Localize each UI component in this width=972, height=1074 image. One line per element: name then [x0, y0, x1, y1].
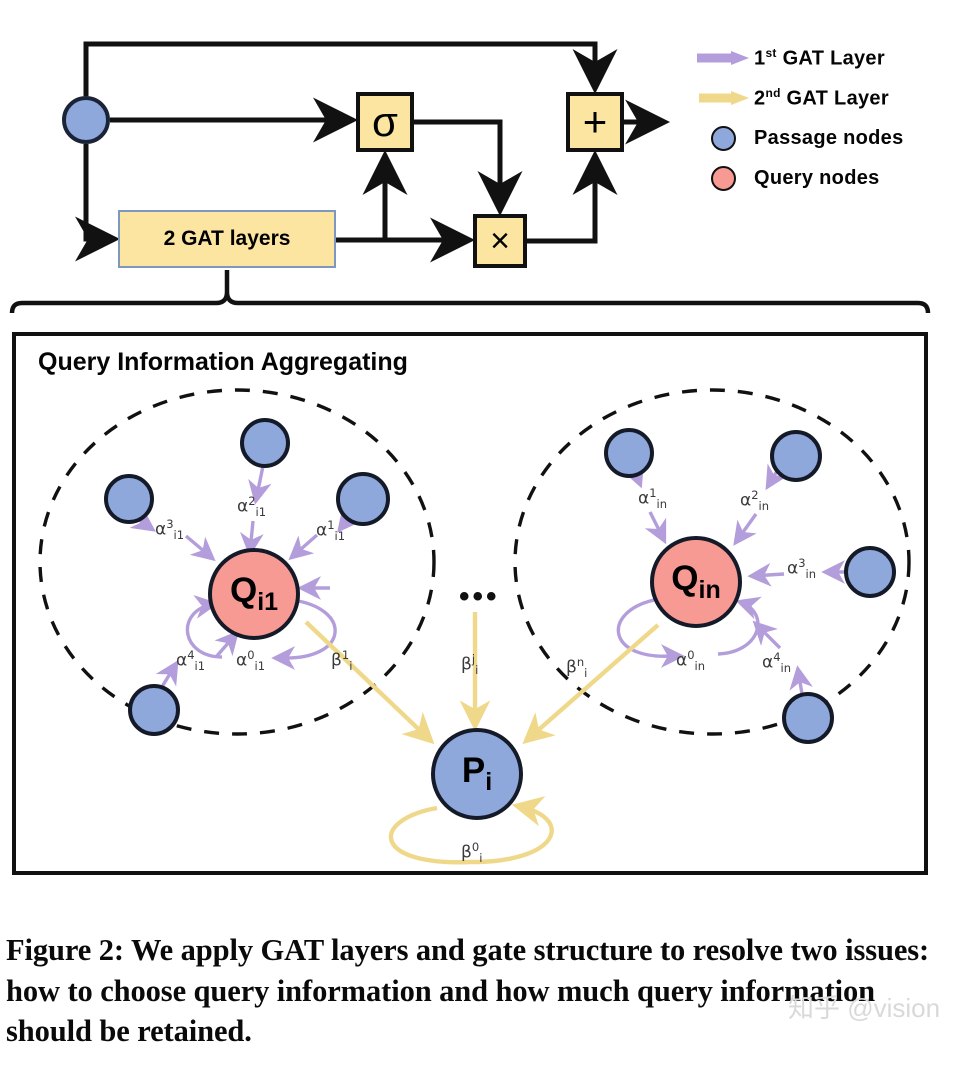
query-node-right: Qin — [650, 536, 742, 628]
left-cluster-boundary — [38, 388, 436, 736]
legend-label-layer1: 1st GAT Layer — [754, 45, 885, 70]
list-item — [104, 474, 154, 524]
list-item — [770, 430, 822, 482]
edge-label-alpha4-i1: α4i1 — [176, 648, 206, 674]
watermark: 知乎 @vision — [788, 993, 941, 1023]
edge-label-betan-i: βni — [566, 655, 588, 681]
yellow-arrow-icon — [692, 91, 754, 105]
legend-label-layer2: 2nd GAT Layer — [754, 85, 889, 110]
edge-label-alpha3-i1: α3i1 — [155, 517, 185, 543]
legend-item-passage: Passage nodes — [692, 118, 962, 158]
multiply-gate-block: × — [473, 214, 527, 268]
sigmoid-gate-block: σ — [356, 92, 414, 152]
figure-caption: Figure 2: We apply GAT layers and gate s… — [6, 933, 930, 1049]
edge-label-betaj-i: βji — [461, 652, 479, 678]
legend-item-query: Query nodes — [692, 158, 962, 198]
right-cluster-boundary — [513, 388, 911, 736]
edge-label-alpha1-in: α1in — [638, 486, 668, 512]
list-item — [604, 428, 654, 478]
query-node-right-label: Qin — [671, 559, 721, 604]
legend: 1st GAT Layer 2nd GAT Layer Passage node… — [692, 38, 962, 198]
pink-circle-icon — [692, 165, 754, 191]
legend-label-passage: Passage nodes — [754, 126, 904, 149]
list-item — [336, 472, 390, 526]
legend-item-layer2: 2nd GAT Layer — [692, 78, 962, 118]
list-item — [128, 684, 180, 736]
gat-layers-block: 2 GAT layers — [118, 210, 336, 268]
query-node-left-label: Qi1 — [229, 571, 279, 616]
edge-label-alpha3-in: α3in — [787, 556, 817, 582]
query-node-left: Qi1 — [208, 548, 300, 640]
list-item — [844, 546, 896, 598]
edge-label-alpha2-in: α2in — [740, 488, 770, 514]
passage-node-center: Pi — [431, 728, 523, 820]
input-passage-node — [62, 96, 110, 144]
legend-item-layer1: 1st GAT Layer — [692, 38, 962, 78]
edge-label-alpha4-in: α4in — [762, 650, 792, 676]
blue-circle-icon — [692, 125, 754, 151]
edge-label-beta0-i: β0i — [461, 840, 483, 866]
edge-label-alpha1-i1: α1i1 — [316, 518, 346, 544]
list-item — [782, 692, 834, 744]
edge-label-alpha0-in: α0in — [676, 648, 706, 674]
edge-label-alpha0-i1: α0i1 — [236, 648, 266, 674]
edge-label-beta1-i: β1i — [331, 648, 353, 674]
passage-node-center-label: Pi — [461, 751, 493, 796]
edge-label-alpha2-i1: α2i1 — [237, 494, 267, 520]
list-item — [240, 418, 290, 468]
panel-title: Query Information Aggregating — [38, 348, 408, 376]
cluster-ellipsis: ••• — [459, 580, 500, 613]
purple-arrow-icon — [692, 51, 754, 65]
legend-label-query: Query nodes — [754, 166, 880, 189]
add-gate-block: + — [566, 92, 624, 152]
